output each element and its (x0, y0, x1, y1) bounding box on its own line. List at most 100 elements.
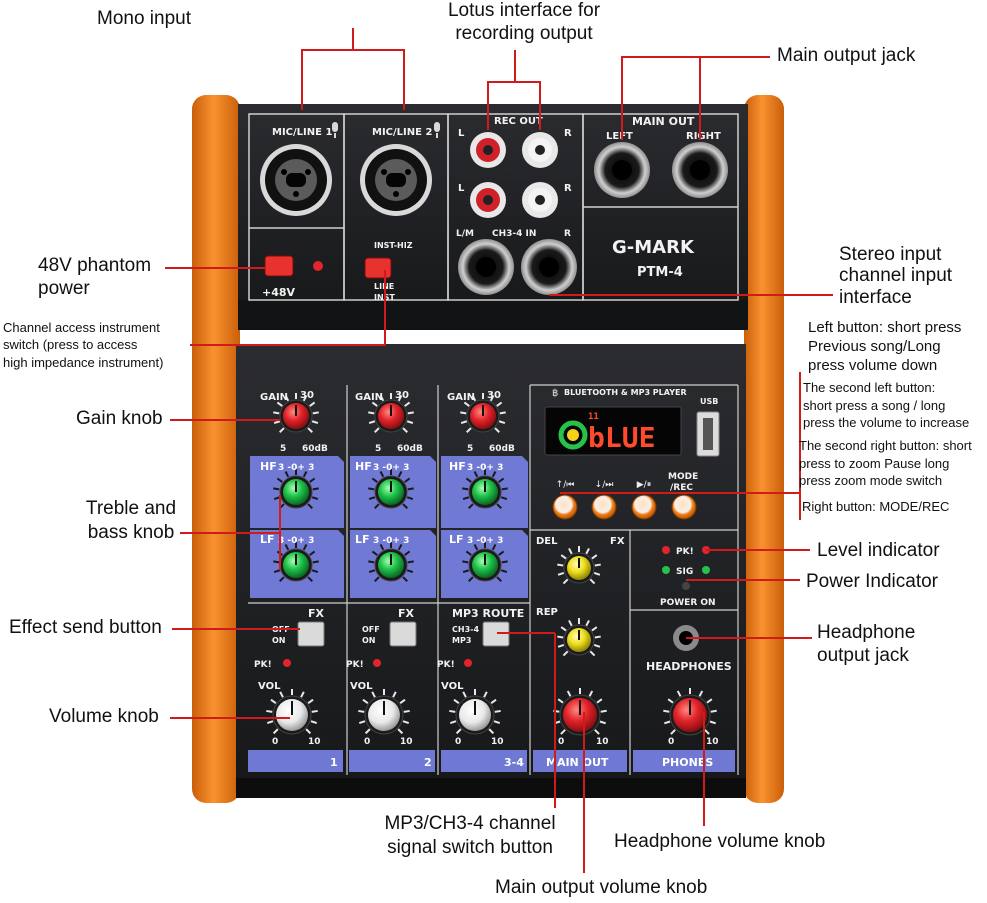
usb-label: USB (700, 397, 718, 406)
lf-scale-2: 3 -0+ 3 (373, 536, 409, 546)
main-out-label: MAIN OUT (632, 115, 695, 128)
gain-knob-2[interactable] (368, 393, 414, 433)
prev-button[interactable]: ↑/⏮ (552, 480, 578, 520)
vol-zero-2: 0 (364, 737, 370, 747)
gain-knob-1[interactable] (273, 393, 319, 433)
gain-knob-3[interactable] (460, 393, 506, 433)
right-side-panel (744, 95, 784, 803)
strip-ch1 (248, 750, 343, 772)
play-pause-button[interactable]: ▶/⏸ (631, 480, 657, 520)
prev-icon: ↑/⏮ (556, 480, 575, 490)
vol-ten-1: 10 (308, 737, 321, 747)
gain-low-1: 5 (280, 444, 286, 454)
lf-knob-1[interactable] (273, 542, 319, 582)
display-small: 11 (588, 412, 599, 422)
rep-label: REP (536, 607, 558, 618)
headphones-label: HEADPHONES (646, 660, 732, 673)
gain-max-1: 30 (300, 390, 314, 401)
main-out-right-label: RIGHT (686, 131, 721, 142)
hf-label-3: HF (449, 460, 466, 473)
lf-knob-2[interactable] (368, 542, 414, 582)
rec-label: /REC (670, 483, 693, 493)
hf-scale-3: 3 -0+ 3 (467, 463, 503, 473)
ch34-jack-left (458, 239, 514, 295)
ch34-in-label: CH3-4 IN (492, 229, 536, 239)
volume-knob-3-4[interactable] (449, 689, 501, 735)
vol-ten-3-4: 10 (491, 737, 504, 747)
lf-label-1: LF (260, 533, 275, 546)
strip-ch2 (349, 750, 435, 772)
xlr-combo-jack-2 (360, 144, 432, 216)
rca-ch34-right (522, 182, 558, 218)
callout-second-left-line1: The second left button: (803, 380, 936, 395)
main-out-jack-right (672, 142, 728, 198)
strip-phones-label: PHONES (662, 756, 713, 769)
main-volume-knob[interactable] (553, 688, 607, 736)
display-text: bLUE (588, 421, 655, 454)
callout-left-button: Left button: short press Previous song/L… (808, 319, 961, 375)
callout-gain-knob: Gain knob (76, 408, 163, 429)
ch34-l-label: L (458, 183, 465, 194)
power-led (682, 582, 690, 590)
headphone-volume-knob[interactable] (663, 688, 717, 736)
mode-rec-button[interactable] (671, 494, 697, 520)
callout-main-volume: Main output volume knob (495, 877, 708, 898)
gain-max-3: 30 (487, 390, 501, 401)
hf-knob-2[interactable] (368, 469, 414, 509)
hf-knob-3[interactable] (462, 469, 508, 509)
main-vol-ten: 10 (596, 737, 609, 747)
bt-player-label: BLUETOOTH & MP3 PLAYER (564, 388, 687, 397)
callout-treble-bass: Treble and bass knob (72, 497, 190, 545)
inst-hiz-label: INST-HIZ (374, 241, 413, 250)
callout-second-right: The second right button: short press to … (799, 437, 972, 490)
gain-max-2: 30 (395, 390, 409, 401)
gain-label-2: GAIN (355, 392, 383, 403)
vol-zero-1: 0 (272, 737, 278, 747)
volume-knob-1[interactable] (266, 689, 318, 735)
callout-left-button-line2: Previous song/Long (808, 337, 941, 355)
phantom-label: +48V (262, 286, 296, 299)
brand-logo: G-MARK (612, 237, 695, 258)
callout-mono-input: Mono input (97, 8, 192, 29)
fx-button-1 (297, 621, 325, 647)
vol-label-3-4: VOL (441, 681, 464, 692)
pk-led-ch2 (373, 659, 381, 667)
route-mp3: MP3 (452, 636, 471, 645)
gain-high-1: 60dB (302, 444, 328, 454)
level-sig-label: SIG (676, 567, 693, 577)
repeat-knob[interactable] (557, 618, 601, 657)
rec-l-label: L (458, 128, 465, 139)
fx-label-2: FX (398, 607, 415, 620)
next-button[interactable]: ↓/⏭ (591, 480, 617, 520)
callout-lines (165, 28, 833, 873)
hf-scale-1: 3 -0+ 3 (278, 463, 314, 473)
vol-label-2: VOL (350, 681, 373, 692)
callout-headphone-jack: Headphone output jack (817, 622, 915, 668)
phones-vol-zero: 0 (668, 737, 674, 747)
fx-button-2 (389, 621, 417, 647)
pk-label-2: PK! (346, 660, 364, 670)
callout-mp3-switch-line1: MP3/CH3-4 channel (384, 813, 556, 834)
callout-power-indicator: Power Indicator (806, 571, 939, 592)
gain-low-3: 5 (467, 444, 473, 454)
callout-mp3-switch-line2: signal switch button (387, 836, 553, 858)
vol-label-1: VOL (258, 681, 281, 692)
fx-del-label: FX (610, 536, 625, 547)
pk-led-left (662, 546, 670, 554)
callout-inst-switch-line1: Channel access instrument (3, 320, 160, 335)
callout-left-button-line3: press volume down (808, 356, 938, 374)
callout-inst-switch: Channel access instrument switch (press … (3, 319, 163, 371)
pk-led-ch1 (283, 659, 291, 667)
xlr-combo-jack-1 (260, 144, 332, 216)
sig-led-right (702, 566, 710, 574)
delay-knob[interactable] (557, 546, 601, 585)
hf-knob-1[interactable] (273, 469, 319, 509)
gain-high-2: 60dB (397, 444, 423, 454)
callout-lotus-line1: Lotus interface for (447, 0, 601, 21)
lf-knob-3[interactable] (462, 542, 508, 582)
volume-knob-2[interactable] (358, 689, 410, 735)
strip-ch34 (441, 750, 527, 772)
callout-stereo-line2: channel input (839, 265, 953, 287)
